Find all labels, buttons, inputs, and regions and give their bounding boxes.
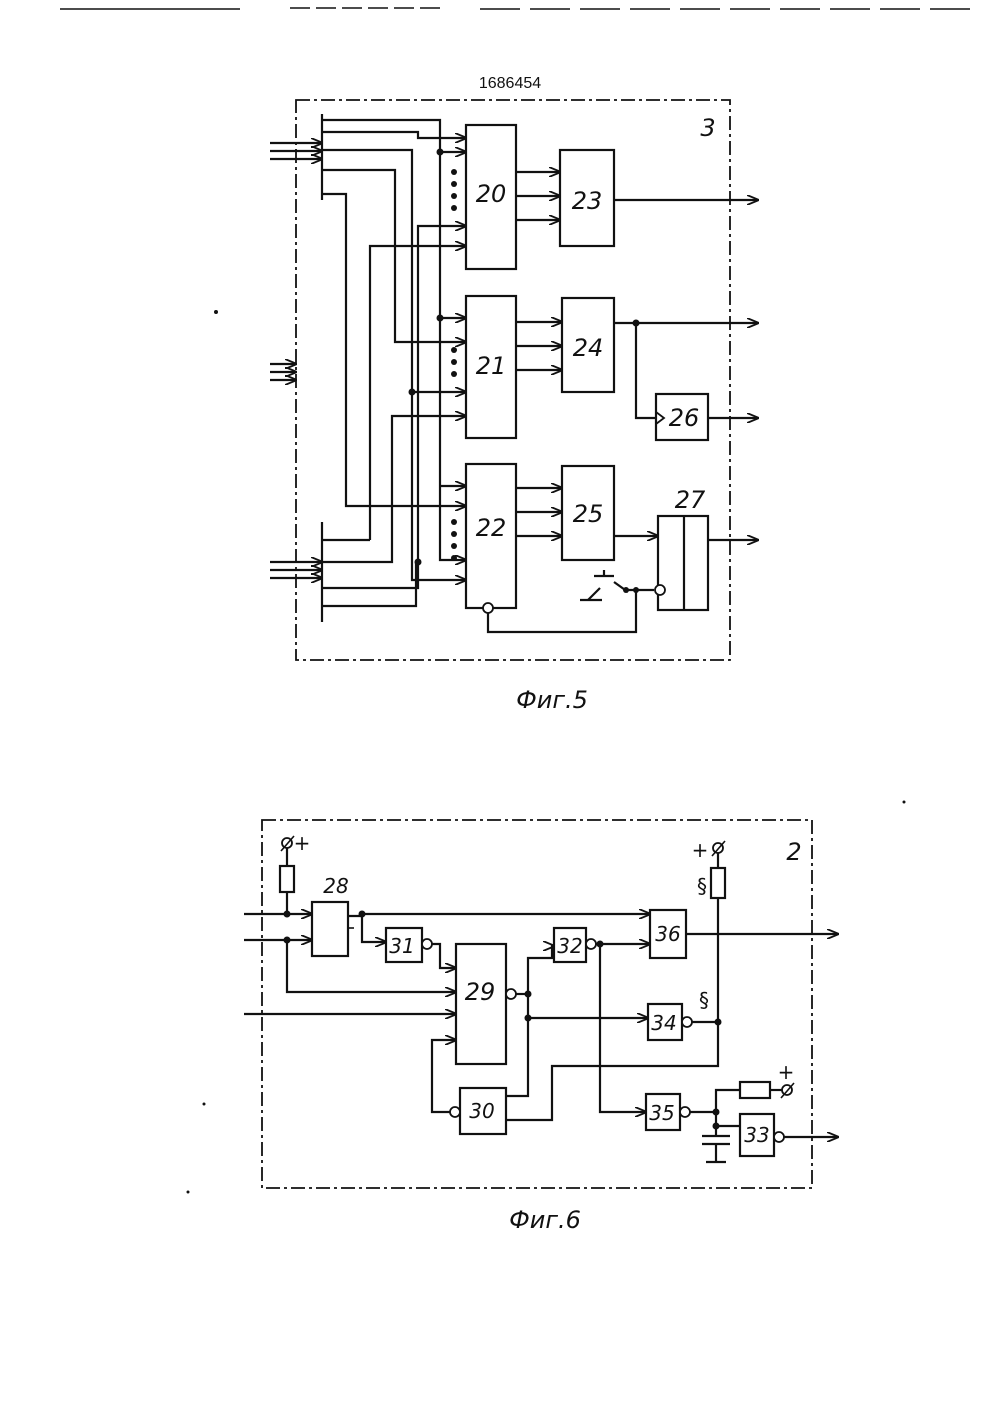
fig5-triple-links — [516, 172, 562, 536]
fig6-block-29-label: 29 — [465, 978, 496, 1006]
fig6-resistor-right — [711, 868, 725, 898]
fig5-block-27-inverted-input — [655, 585, 665, 595]
fig5-block-24-label: 24 — [573, 334, 604, 362]
fig6-frame-label: 2 — [786, 838, 801, 866]
fig6-link-29-30 — [506, 994, 528, 1096]
fig6-link-28-36 — [348, 914, 650, 916]
fig6-link-30-rail — [506, 1022, 718, 1120]
svg-text:+: + — [692, 838, 709, 862]
fig5-input-middle — [270, 364, 296, 380]
fig6-capacitor — [702, 1112, 730, 1162]
fig6-block-36-label: 36 — [655, 922, 680, 946]
fig5-wiring — [322, 120, 466, 606]
fig6-link-28-31 — [362, 914, 386, 942]
fig6-block-32-label: 32 — [557, 934, 582, 958]
scan-specks — [187, 310, 906, 1194]
fig6-feedback-30-29 — [432, 1040, 456, 1112]
fig6-block-31-label: 31 — [389, 934, 414, 958]
figure-6: 2 + 28 31 29 — [244, 820, 838, 1234]
fig6-resistor-left — [280, 866, 294, 892]
scan-edge-marks — [60, 8, 980, 9]
fig6-power-terminal-bottom: + — [716, 1060, 794, 1112]
fig5-block-21-label: 21 — [476, 352, 507, 380]
fig5-link-24-26 — [636, 323, 656, 418]
svg-text:+: + — [778, 1060, 795, 1084]
fig5-block-22-inverted-output — [483, 603, 493, 613]
fig6-block-30-label: 30 — [469, 1099, 494, 1123]
fig6-resistor-bottom — [740, 1082, 770, 1098]
svg-text:+: + — [294, 831, 311, 855]
fig5-frame-label: 3 — [700, 114, 715, 142]
fig6-block-33-label: 33 — [744, 1123, 769, 1147]
fig6-coil-symbol-mid: § — [699, 988, 709, 1012]
fig5-block-26-label: 26 — [669, 404, 700, 432]
fig6-link-31-29 — [432, 944, 456, 968]
figure-5: 3 — [270, 100, 758, 714]
fig5-reset-button-icon — [580, 570, 629, 600]
fig6-block-28 — [312, 902, 348, 956]
fig5-block-25-label: 25 — [573, 500, 604, 528]
fig6-link-29-32 — [528, 946, 554, 994]
fig6-power-terminal-left: + — [280, 831, 310, 918]
fig5-block-23-label: 23 — [572, 187, 603, 215]
fig5-caption: Фиг.5 — [516, 686, 588, 714]
fig5-block-22-label: 22 — [476, 514, 507, 542]
fig6-coil-symbol-top: § — [697, 874, 707, 898]
fig6-block-28-label: 28 — [323, 874, 348, 898]
patent-number: 1686454 — [479, 75, 541, 92]
fig6-block-34-label: 34 — [651, 1011, 676, 1035]
fig6-block-35-label: 35 — [649, 1101, 674, 1125]
fig6-caption: Фиг.6 — [509, 1206, 581, 1234]
fig5-block-20-label: 20 — [476, 180, 507, 208]
fig5-ellipsis-dots — [451, 169, 457, 561]
fig5-block-27-label: 27 — [675, 486, 706, 514]
fig6-link-32-35 — [600, 944, 646, 1112]
